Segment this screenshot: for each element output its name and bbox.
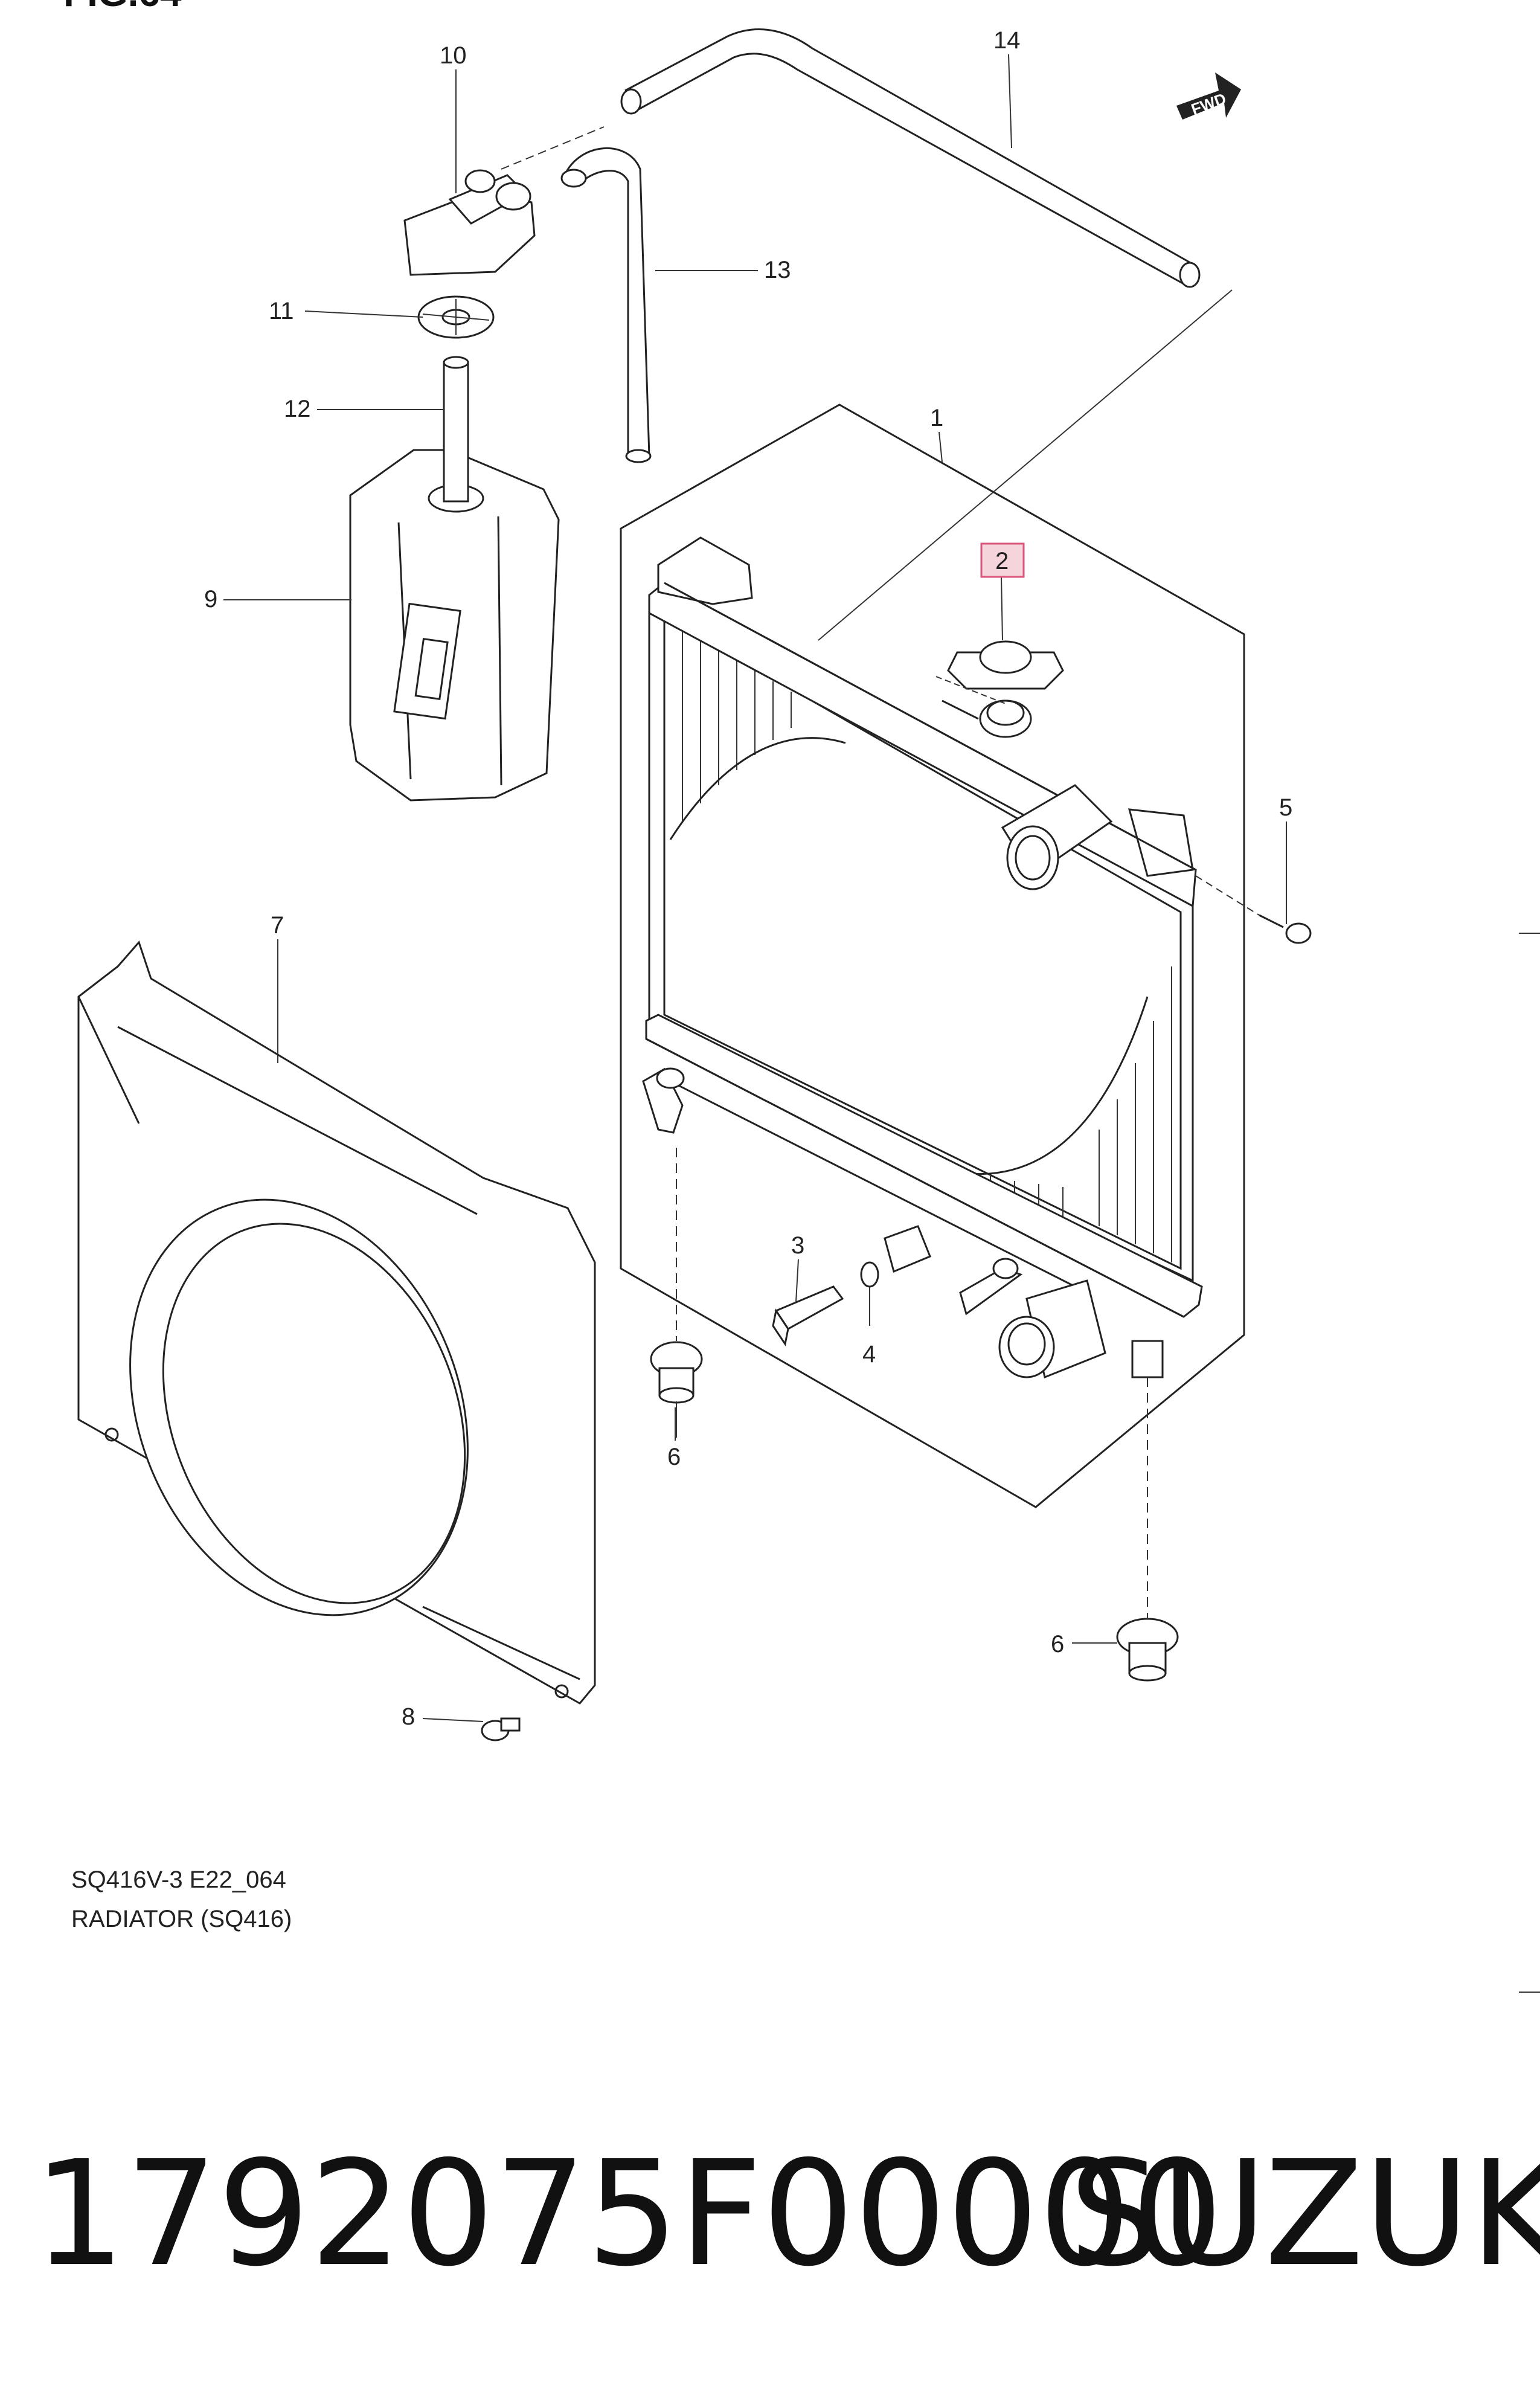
radiator-cap	[947, 640, 1064, 690]
reservoir-strainer	[417, 295, 495, 339]
hose-fitting-right	[959, 1258, 1023, 1316]
brand-name: SUZUKI	[1069, 2129, 1540, 2298]
callout-6-upper: 6	[667, 1444, 681, 1470]
drain-cock	[772, 1285, 844, 1346]
callout-7: 7	[271, 912, 284, 939]
mount-cushion-upper	[650, 1148, 703, 1438]
callout-14: 14	[993, 27, 1021, 54]
fwd-label: FWD	[1189, 89, 1228, 118]
callout-9: 9	[204, 586, 217, 612]
leader-lines	[223, 54, 1287, 1722]
figure-header: FIG.64	[63, 0, 182, 14]
callout-13: 13	[764, 257, 791, 283]
diagram-title: RADIATOR (SQ416)	[71, 1906, 292, 1932]
o-ring	[860, 1261, 879, 1288]
callout-8: 8	[402, 1703, 415, 1730]
radiator-foot	[1131, 1340, 1164, 1378]
reservoir-cap	[403, 169, 536, 276]
diagram-code: SQ416V-3 E22_064	[71, 1866, 286, 1893]
callout-1: 1	[930, 405, 943, 431]
parts-diagram: FIG.64 FWD	[63, 0, 1540, 1993]
overflow-hose	[560, 147, 652, 463]
mount-cushion-lower	[1116, 1377, 1179, 1682]
callout-4: 4	[862, 1341, 876, 1368]
reservoir-filler-tube	[443, 356, 469, 503]
highlight-box-2	[980, 542, 1025, 578]
shroud-bolt	[481, 1717, 521, 1741]
fan-shroud	[77, 940, 596, 1705]
callout-12: 12	[284, 396, 311, 422]
filler-neck	[942, 699, 1032, 738]
lower-tank	[645, 1014, 1203, 1318]
hose-fitting-left	[642, 1067, 685, 1134]
part-number: 1792075F00000	[33, 2129, 1224, 2298]
return-hose	[620, 28, 1201, 288]
radiator-core	[648, 602, 1194, 1282]
callout-3: 3	[791, 1232, 804, 1259]
callout-2: 2	[995, 548, 1009, 574]
upper-outlet-pipe	[1001, 784, 1113, 890]
callout-6-lower: 6	[1051, 1631, 1064, 1657]
radiator-assembly-outline	[620, 403, 1245, 1508]
callout-5: 5	[1279, 794, 1292, 821]
callout-11: 11	[269, 298, 294, 324]
reservoir-tank	[349, 449, 560, 802]
fwd-arrow-icon: FWD	[1176, 72, 1241, 120]
hose-fitting-center	[884, 1225, 931, 1273]
callout-10: 10	[440, 42, 467, 69]
lower-outlet-pipe	[998, 1279, 1106, 1379]
reference-lines	[501, 126, 1233, 704]
mounting-bolt	[1195, 875, 1312, 944]
